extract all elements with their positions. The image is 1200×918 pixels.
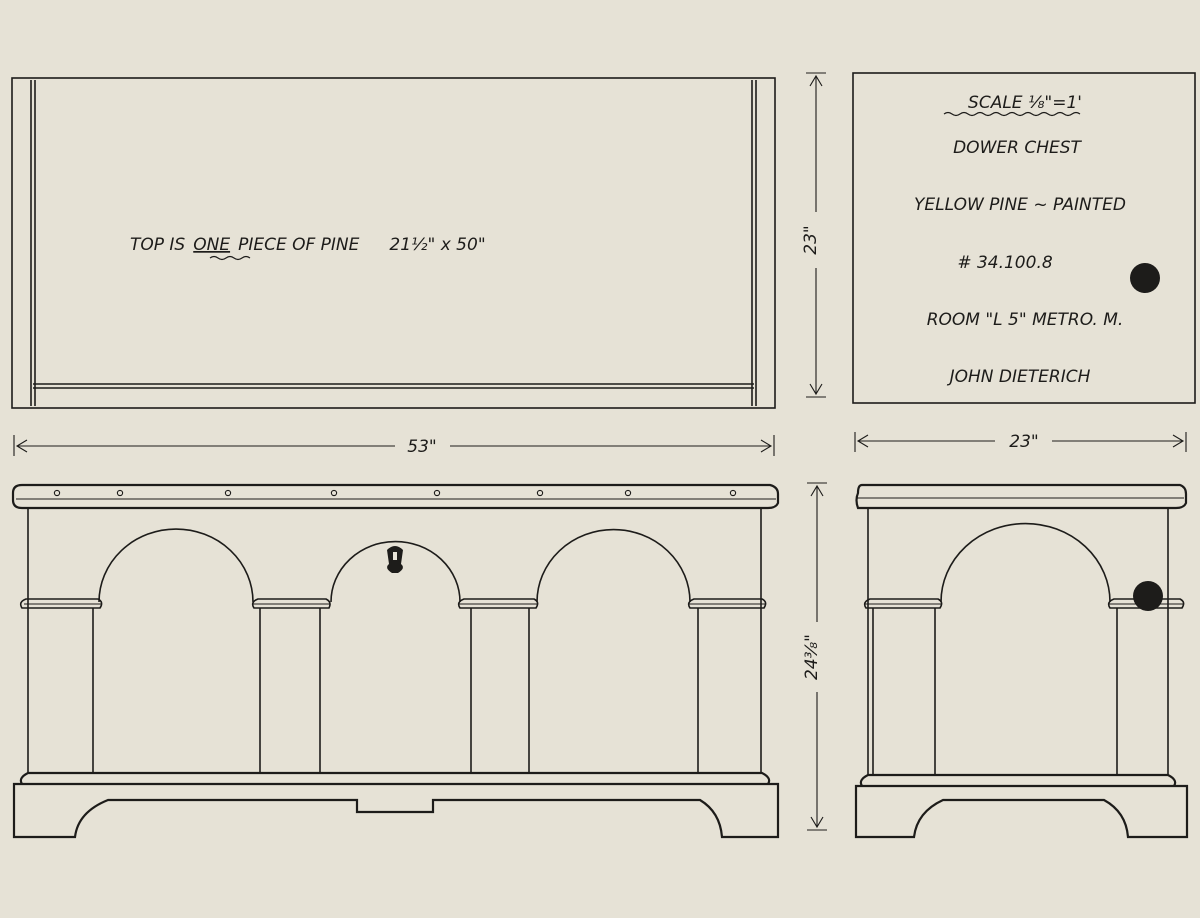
front-bracket-base	[12, 782, 780, 839]
arrow-left-icon	[15, 439, 28, 453]
side-base-molding	[859, 773, 1177, 787]
title-block-frame	[852, 72, 1196, 404]
top-depth-dimension: 23"	[801, 72, 826, 398]
front-arch-right	[536, 528, 691, 603]
punch-hole	[1133, 581, 1163, 611]
front-lid	[11, 483, 780, 510]
scale-label: SCALE ⅛"=1'	[968, 93, 1082, 113]
side-bracket-base	[854, 784, 1189, 839]
emphasis-underline	[209, 255, 251, 261]
front-base-molding	[19, 771, 771, 785]
arrow-right-icon	[1172, 434, 1185, 448]
lid-nails	[53, 489, 737, 497]
front-width-dimension: 53"	[13, 435, 775, 457]
artist-name: JOHN DIETERICH	[947, 367, 1091, 387]
arrow-right-icon	[760, 439, 773, 453]
front-arch-left	[98, 528, 254, 603]
side-lid	[855, 483, 1188, 510]
keyhole-escutcheon-icon	[387, 546, 403, 573]
front-elevation	[11, 483, 780, 839]
front-width-label: 53"	[407, 437, 436, 457]
front-arch-center	[330, 540, 461, 603]
arrow-down-icon	[809, 383, 823, 396]
side-width-dimension: 23"	[854, 432, 1187, 452]
pilaster-capitals	[19, 598, 767, 609]
arrow-down-icon	[810, 816, 824, 829]
side-width-label: 23"	[1009, 432, 1038, 452]
title-block: SCALE ⅛"=1' DOWER CHEST YELLOW PINE ~ PA…	[852, 72, 1196, 404]
pilaster-shafts	[92, 608, 699, 773]
arrow-left-icon	[856, 434, 869, 448]
punch-hole	[1130, 263, 1160, 293]
object-name: DOWER CHEST	[953, 138, 1082, 158]
side-arch	[940, 522, 1111, 603]
top-depth-label: 23"	[801, 225, 821, 254]
height-label: 24⅜"	[802, 634, 822, 680]
location-label: ROOM "L 5" METRO. M.	[927, 310, 1124, 330]
arrow-up-icon	[810, 484, 824, 497]
height-dimension: 24⅜"	[802, 482, 827, 831]
material-label: YELLOW PINE ~ PAINTED	[914, 195, 1126, 215]
top-view-outline	[11, 77, 776, 409]
catalog-number: # 34.100.8	[957, 253, 1053, 273]
arrow-up-icon	[809, 74, 823, 87]
scale-underline	[943, 111, 1081, 117]
side-elevation	[854, 483, 1189, 839]
